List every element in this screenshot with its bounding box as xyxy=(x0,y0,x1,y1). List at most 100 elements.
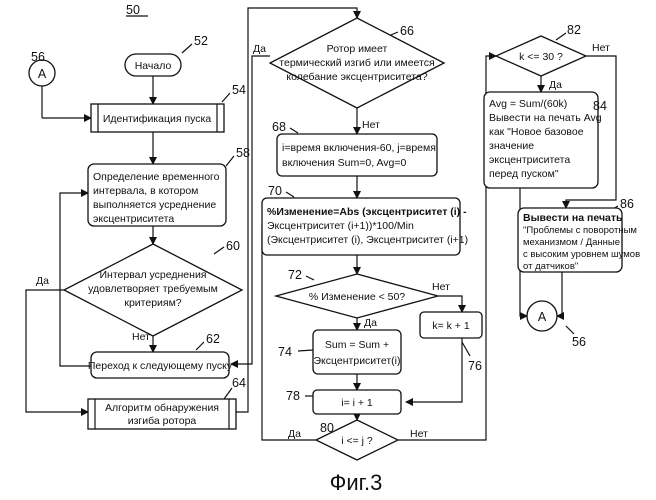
sum-process: Sum = Sum + Эксцентриситет(i) xyxy=(313,330,401,374)
ref-86: 86 xyxy=(620,197,634,211)
algorithm-line-1: Алгоритм обнаружения xyxy=(105,402,219,414)
i-increment-process: i= i + 1 xyxy=(313,390,401,414)
percent-change-process: %Изменение=Abs (эксцентриситет (i) - Экс… xyxy=(262,198,468,255)
connector-a-right: A xyxy=(527,301,557,331)
print-problem-process: Вывести на печать "Проблемы с поворотным… xyxy=(518,208,640,272)
define-line-1: Определение временного xyxy=(93,171,220,183)
figure-number: 50 xyxy=(126,3,140,17)
avg-line-1: Avg = Sum/(60k) xyxy=(489,98,567,110)
connector-a-right-label: A xyxy=(538,310,547,324)
leader-54 xyxy=(222,93,230,102)
edge-label-k-yes: Да xyxy=(549,79,562,91)
ref-84: 84 xyxy=(593,99,607,113)
percent-line-2: Эксцентриситет (i+1))*100/Min xyxy=(267,220,414,232)
rotor-bend-algorithm-process: Алгоритм обнаружения изгиба ротора xyxy=(88,399,236,429)
interval-criteria-decision: Интервал усреднения удовлетворяет требуе… xyxy=(64,244,242,336)
edge-k-i xyxy=(406,338,462,402)
algorithm-line-2: изгиба ротора xyxy=(128,415,197,427)
edge-label-percent-no: Нет xyxy=(432,281,450,293)
rotor-decision-line-1: Ротор имеет xyxy=(327,43,388,55)
rotor-bend-decision: Ротор имеет термический изгиб или имеетс… xyxy=(270,18,444,108)
ref-56-left: 56 xyxy=(31,50,45,64)
leader-52 xyxy=(182,44,192,53)
ref-68: 68 xyxy=(272,120,286,134)
print-problem-line-5: от датчиков" xyxy=(523,261,578,272)
ref-80: 80 xyxy=(320,421,334,435)
edge-label-ij-yes: Да xyxy=(288,428,301,440)
define-interval-process: Определение временного интервала, в кото… xyxy=(88,164,226,226)
leader-76 xyxy=(462,342,470,356)
interval-decision-line-3: критериям? xyxy=(124,297,181,309)
define-line-4: эксцентриситета xyxy=(93,213,174,225)
leader-64 xyxy=(224,388,232,399)
k-decision-text: k <= 30 ? xyxy=(519,51,563,63)
print-problem-line-1: Вывести на печать xyxy=(523,212,623,224)
avg-print-process: Avg = Sum/(60k) Вывести на печать Avg ка… xyxy=(484,92,602,188)
i-increment-text: i= i + 1 xyxy=(341,397,373,409)
print-problem-line-3: механизмом / Данные xyxy=(523,237,620,248)
init-variables-process: i=время включения-60, j=время включения … xyxy=(277,134,437,176)
figure-caption: Фиг.3 xyxy=(330,470,383,495)
leader-58 xyxy=(226,156,234,166)
edge-ij-yes-percent xyxy=(262,226,316,440)
edge-label-rotor-no: Нет xyxy=(362,119,380,131)
k-increment-text: k= k + 1 xyxy=(432,320,470,332)
avg-line-5: эксцентриситета xyxy=(489,154,570,166)
define-line-3: выполняется усреднение xyxy=(93,199,216,211)
identify-text: Идентификация пуска xyxy=(103,113,212,125)
ref-70: 70 xyxy=(268,184,282,198)
ref-74: 74 xyxy=(278,345,292,359)
identify-start-process: Идентификация пуска xyxy=(91,104,224,132)
avg-line-6: перед пуском" xyxy=(489,168,559,180)
leader-68 xyxy=(290,128,298,133)
leader-60 xyxy=(214,247,224,254)
init-line-1: i=время включения-60, j=время xyxy=(282,142,436,154)
interval-decision-line-2: удовлетворяет требуемым xyxy=(88,283,218,295)
print-problem-line-2: "Проблемы с поворотным xyxy=(523,225,637,236)
leader-56-right xyxy=(566,326,574,334)
ref-58: 58 xyxy=(236,146,250,160)
ref-78: 78 xyxy=(286,389,300,403)
leader-70 xyxy=(286,192,294,197)
avg-line-3: как "Новое базовое xyxy=(489,126,584,138)
start-terminal: Начало xyxy=(125,54,181,76)
interval-decision-line-1: Интервал усреднения xyxy=(99,269,206,281)
ref-62: 62 xyxy=(206,332,220,346)
ref-60: 60 xyxy=(226,239,240,253)
edge-label-ij-no: Нет xyxy=(410,428,428,440)
k-le-30-decision: k <= 30 ? xyxy=(496,36,586,76)
percent-line-3: (Эксцентриситет (i), Эксцентриситет (i+1… xyxy=(267,234,468,246)
ref-66: 66 xyxy=(400,24,414,38)
sum-line-2: Эксцентриситет(i) xyxy=(314,355,401,367)
leader-72 xyxy=(306,276,314,280)
ref-76: 76 xyxy=(468,359,482,373)
next-text: Переход к следующему пуску xyxy=(88,360,233,372)
init-line-2: включения Sum=0, Avg=0 xyxy=(282,157,406,169)
edge-percent-no-k xyxy=(438,296,462,312)
ref-54: 54 xyxy=(232,83,246,97)
percent-decision-text: % Изменение < 50? xyxy=(309,291,405,303)
rotor-decision-line-3: колебание эксцентриситета? xyxy=(286,71,427,83)
edge-label-rotor-yes: Да xyxy=(253,43,266,55)
k-increment-process: k= k + 1 xyxy=(420,312,482,338)
edge-interval-yes-algorithm xyxy=(26,290,88,412)
start-text: Начало xyxy=(135,60,172,72)
edge-label-interval-yes: Да xyxy=(36,275,49,287)
ref-64: 64 xyxy=(232,376,246,390)
next-start-process: Переход к следующему пуску xyxy=(88,352,233,378)
sum-line-1: Sum = Sum + xyxy=(325,339,389,351)
print-problem-line-4: с высоким уровнем шумов xyxy=(523,249,640,260)
rotor-decision-line-2: термический изгиб или имеется xyxy=(279,57,434,69)
ref-72: 72 xyxy=(288,268,302,282)
edge-label-interval-no: Нет xyxy=(132,331,150,343)
leader-82 xyxy=(556,33,566,40)
ref-82: 82 xyxy=(567,23,581,37)
leader-74 xyxy=(298,350,313,351)
percent-line-1: %Изменение=Abs (эксцентриситет (i) - xyxy=(267,206,467,218)
avg-line-2: Вывести на печать Avg xyxy=(489,112,602,124)
avg-line-4: значение xyxy=(489,140,534,152)
edge-print-connector xyxy=(557,272,562,316)
edge-label-k-no: Нет xyxy=(592,42,610,54)
ij-decision-text: i <= j ? xyxy=(341,435,373,447)
